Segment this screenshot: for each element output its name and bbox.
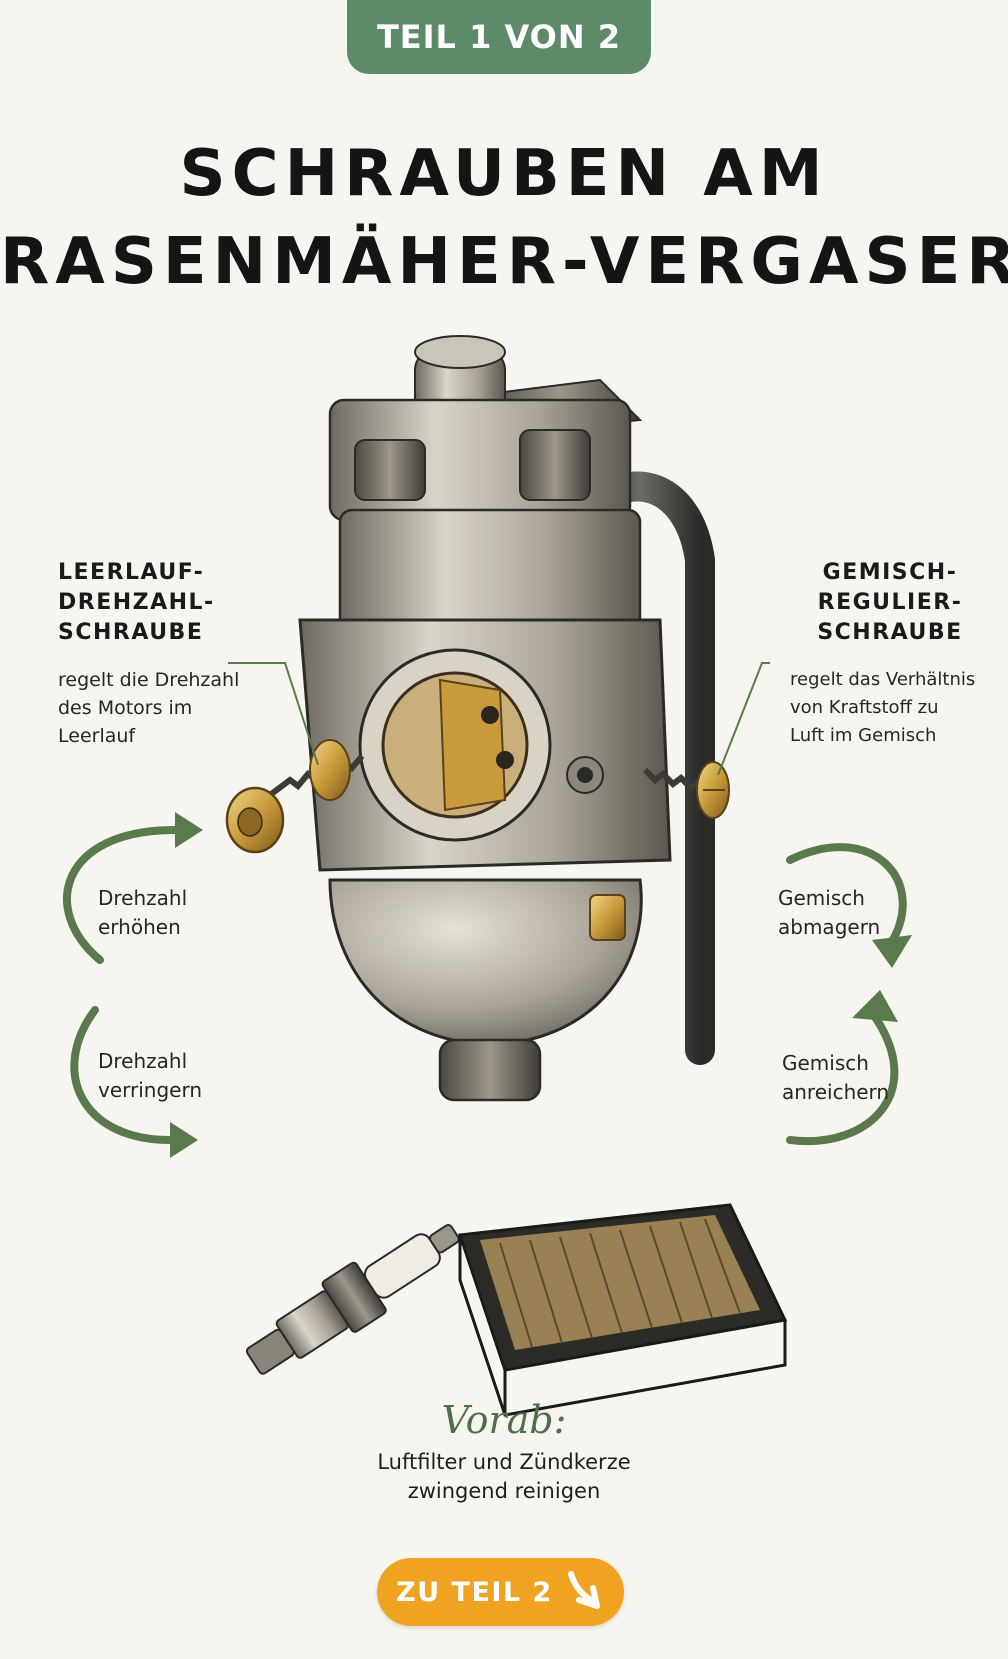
leader-line-right [717, 662, 770, 776]
idle-speed-screw-description-line-1: regelt die Drehzahl [58, 669, 240, 691]
lean-mixture-label-line-1: Gemisch [778, 886, 865, 910]
decrease-speed-label-line-1: Drehzahl [98, 1049, 188, 1073]
note-title: Vorab: [441, 1398, 567, 1442]
leader-line-left [228, 662, 319, 766]
increase-speed-label-line-2: erhöhen [98, 915, 181, 939]
arrow-rich-mixture-icon [786, 1006, 899, 1146]
idle-speed-screw-heading: LEERLAUF- DREHZAHL- SCHRAUBE [58, 558, 215, 648]
part-indicator-label: TEIL 1 VON 2 [376, 18, 622, 56]
mixture-screw-heading: GEMISCH- REGULIER- SCHRAUBE [790, 558, 990, 648]
increase-speed-label: Drehzahl erhöhen [98, 884, 187, 942]
page-title-line-2: RASENMÄHER-VERGASER [0, 225, 1008, 299]
lean-mixture-label-line-2: abmagern [778, 915, 881, 939]
rich-mixture-label-line-1: Gemisch [782, 1051, 869, 1075]
mixture-screw [642, 761, 730, 819]
mixture-screw-description: regelt das Verhältnis von Kraftstoff zu … [790, 666, 975, 750]
note-text: Luftfilter und Zündkerze zwingend reinig… [304, 1448, 704, 1506]
spark-plug-illustration [245, 1224, 460, 1375]
mixture-screw-description-line-3: Luft im Gemisch [790, 725, 937, 746]
idle-speed-screw-heading-line-1: LEERLAUF- [58, 560, 205, 585]
mixture-screw-description-line-2: von Kraftstoff zu [790, 697, 939, 718]
lean-mixture-label: Gemisch abmagern [778, 884, 880, 942]
arrow-lean-mixture-icon [786, 843, 907, 949]
next-part-button[interactable]: ZU TEIL 2 [377, 1558, 624, 1626]
note-text-line-2: zwingend reinigen [407, 1479, 601, 1503]
arrow-down-right-icon [567, 1571, 600, 1609]
increase-speed-label-line-1: Drehzahl [98, 886, 188, 910]
carburetor-upper-body [328, 398, 642, 632]
note-text-line-1: Luftfilter und Zündkerze [377, 1450, 631, 1474]
idle-speed-screw-description-line-3: Leerlauf [58, 725, 136, 747]
idle-speed-screw-heading-line-2: DREHZAHL- [58, 590, 215, 615]
carburetor-main-body [298, 618, 672, 872]
mixture-screw-description-line-1: regelt das Verhältnis [790, 669, 976, 690]
rich-mixture-label-line-2: anreichern [782, 1080, 890, 1104]
part-indicator-tab: TEIL 1 VON 2 [347, 0, 651, 74]
decrease-speed-label: Drehzahl verringern [98, 1047, 202, 1105]
idle-speed-screw-heading-line-3: SCHRAUBE [58, 620, 204, 645]
rich-mixture-label: Gemisch anreichern [782, 1049, 889, 1107]
mixture-screw-heading-line-3: SCHRAUBE [817, 620, 963, 645]
idle-speed-screw [225, 739, 365, 854]
arrow-increase-speed-icon [63, 826, 179, 964]
float-bowl [328, 878, 643, 1102]
page-title: SCHRAUBEN AM RASENMÄHER-VERGASER [0, 130, 1008, 306]
idle-speed-screw-description: regelt die Drehzahl des Motors im Leerla… [58, 666, 239, 750]
air-filter-illustration [457, 1203, 788, 1417]
arrow-decrease-speed-icon [70, 1006, 174, 1144]
page-title-line-1: SCHRAUBEN AM [179, 137, 829, 211]
next-part-button-label: ZU TEIL 2 [396, 1576, 553, 1608]
idle-speed-screw-description-line-2: des Motors im [58, 697, 193, 719]
mixture-screw-heading-line-1: GEMISCH- [822, 560, 958, 585]
mixture-screw-heading-line-2: REGULIER- [817, 590, 963, 615]
decrease-speed-label-line-2: verringern [98, 1078, 203, 1102]
